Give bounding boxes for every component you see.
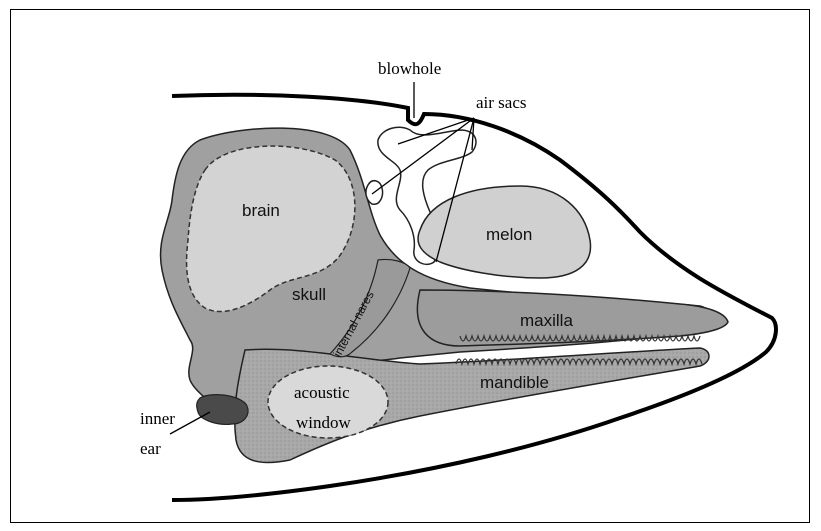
label-window: window <box>296 413 352 432</box>
label-melon: melon <box>486 225 532 244</box>
label-acoustic: acoustic <box>294 383 350 402</box>
label-skull: skull <box>292 285 326 304</box>
label-inner: inner <box>140 409 175 428</box>
label-brain: brain <box>242 201 280 220</box>
label-air-sacs: air sacs <box>476 93 527 112</box>
label-blowhole: blowhole <box>378 59 441 78</box>
label-maxilla: maxilla <box>520 311 573 330</box>
label-ear: ear <box>140 439 161 458</box>
inner-ear-leader <box>170 412 210 434</box>
label-mandible: mandible <box>480 373 549 392</box>
